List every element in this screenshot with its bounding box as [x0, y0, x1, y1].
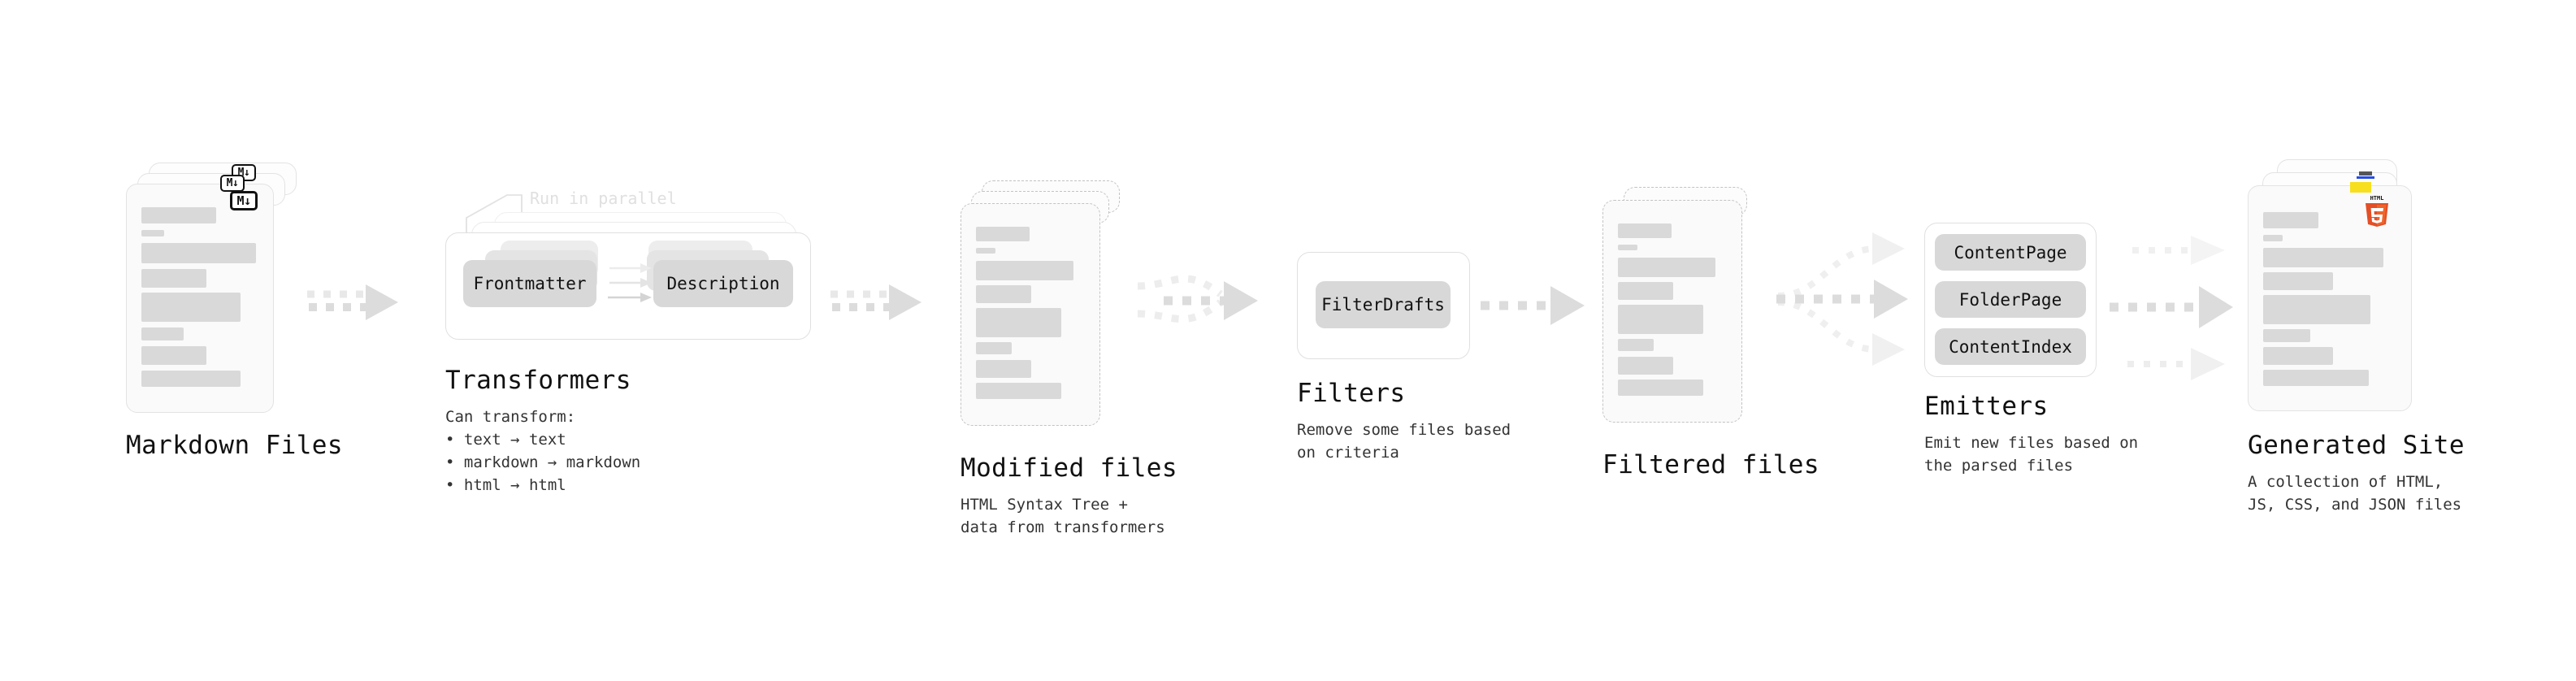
stage-modified-files: Modified files HTML Syntax Tree + data f…	[961, 180, 1177, 539]
stage-description: Emit new files based on the parsed files	[1924, 434, 2139, 475]
skeleton-line	[2263, 295, 2370, 324]
emitters-group: ContentPage FolderPage ContentIndex	[1924, 223, 2100, 379]
skeleton-line	[976, 342, 1012, 354]
skeleton-line	[2263, 272, 2333, 290]
transformer-pill-description[interactable]: Description	[653, 260, 793, 307]
markdown-badge-text: M↓	[236, 193, 251, 208]
stage-emitters: ContentPage FolderPage ContentIndex Emit…	[1924, 223, 2138, 477]
pill-label: ContentPage	[1954, 242, 2067, 262]
filters-group: FilterDrafts	[1297, 252, 1471, 361]
connector-filtered-to-emitters	[1776, 232, 1908, 366]
skeleton-line	[2263, 329, 2310, 342]
skeleton-line	[976, 383, 1061, 399]
transformer-inner-arrows	[608, 263, 652, 302]
skeleton-line	[141, 230, 164, 236]
js-icon	[2350, 182, 2371, 193]
stage-description: Remove some files based on criteria	[1297, 421, 1511, 462]
skeleton-line	[1618, 223, 1672, 238]
parallel-leader-line	[466, 194, 523, 241]
stage-title: Generated Site	[2248, 431, 2465, 460]
skeleton-line	[1618, 282, 1673, 300]
stage-description: Can transform: • text → text • markdown …	[445, 408, 641, 495]
transformers-group: Run in parallel Frontmatter Description	[445, 189, 823, 356]
skeleton-line	[141, 346, 206, 365]
html5-icon: HTML	[2363, 193, 2391, 227]
skeleton-line	[2263, 212, 2318, 228]
connector-transformers-to-modified	[830, 284, 922, 320]
skeleton-line	[976, 285, 1031, 303]
stage-filters: FilterDrafts Filters Remove some files b…	[1297, 252, 1511, 464]
file-card-front	[2248, 185, 2412, 411]
skeleton-line	[1618, 380, 1703, 396]
connector-markdown-to-transformers	[307, 284, 398, 320]
skeleton-line	[2263, 347, 2333, 365]
emitter-pill-contentindex[interactable]: ContentIndex	[1935, 328, 2086, 365]
skeleton-line	[1618, 357, 1673, 375]
markdown-icon: M↓	[230, 191, 258, 210]
connector-emitters-to-site	[2110, 236, 2233, 380]
skeleton-line	[141, 269, 206, 288]
stage-title: Modified files	[961, 453, 1177, 483]
skeleton-line	[2263, 248, 2383, 267]
file-card-front	[1602, 200, 1742, 423]
skeleton-line	[141, 243, 256, 263]
filtered-file-stack	[1602, 187, 1773, 436]
skeleton-line	[2263, 235, 2283, 241]
markdown-badge-text: M↓	[226, 177, 239, 189]
stage-title: Filters	[1297, 379, 1406, 408]
run-in-parallel-label: Run in parallel	[530, 189, 677, 208]
skeleton-line	[141, 327, 184, 340]
stage-description: A collection of HTML, JS, CSS, and JSON …	[2248, 473, 2462, 514]
modified-file-stack	[961, 180, 1131, 439]
stage-markdown-files: M↓ M↓ M↓ Markdown Files	[126, 163, 343, 460]
skeleton-line	[1618, 245, 1637, 250]
stage-title: Transformers	[445, 366, 631, 395]
emitter-pill-folderpage[interactable]: FolderPage	[1935, 281, 2086, 318]
skeleton-line	[141, 293, 241, 322]
pill-label: Frontmatter	[473, 274, 587, 293]
file-card-front	[126, 184, 274, 413]
pill-label: FilterDrafts	[1321, 295, 1445, 314]
markdown-file-stack: M↓ M↓ M↓	[126, 163, 297, 414]
skeleton-line	[976, 360, 1031, 378]
pill-label: FolderPage	[1958, 289, 2062, 310]
skeleton-line	[141, 207, 216, 223]
file-card-front	[961, 203, 1100, 426]
svg-text:HTML: HTML	[2370, 195, 2384, 202]
stage-title: Filtered files	[1602, 450, 1819, 479]
stage-transformers: Run in parallel Frontmatter Description …	[445, 189, 823, 497]
markdown-icon: M↓	[220, 175, 245, 192]
filter-pill-filterdrafts[interactable]: FilterDrafts	[1316, 281, 1451, 328]
connector-modified-to-filters	[1137, 275, 1258, 323]
stage-generated-site: HTML Generated Site A collection of HTML…	[2248, 159, 2465, 516]
transformer-pill-frontmatter[interactable]: Frontmatter	[463, 260, 596, 307]
skeleton-line	[976, 308, 1061, 337]
stage-description: HTML Syntax Tree + data from transformer…	[961, 496, 1165, 537]
css-icon	[2357, 167, 2374, 179]
skeleton-line	[2263, 370, 2369, 386]
emitter-pill-contentpage[interactable]: ContentPage	[1935, 234, 2086, 271]
skeleton-line	[976, 261, 1073, 280]
pill-label: ContentIndex	[1949, 336, 2072, 357]
skeleton-line	[1618, 339, 1654, 351]
skeleton-line	[1618, 305, 1703, 334]
skeleton-line	[976, 227, 1030, 241]
stage-filtered-files: Filtered files	[1602, 187, 1819, 479]
skeleton-line	[1618, 258, 1715, 277]
skeleton-line	[141, 371, 241, 387]
generated-site-stack: HTML	[2248, 159, 2435, 418]
stage-title: Emitters	[1924, 392, 2049, 421]
skeleton-line	[976, 248, 995, 254]
connector-filters-to-filtered	[1481, 286, 1585, 325]
stage-title: Markdown Files	[126, 431, 343, 460]
pill-label: Description	[666, 274, 780, 293]
